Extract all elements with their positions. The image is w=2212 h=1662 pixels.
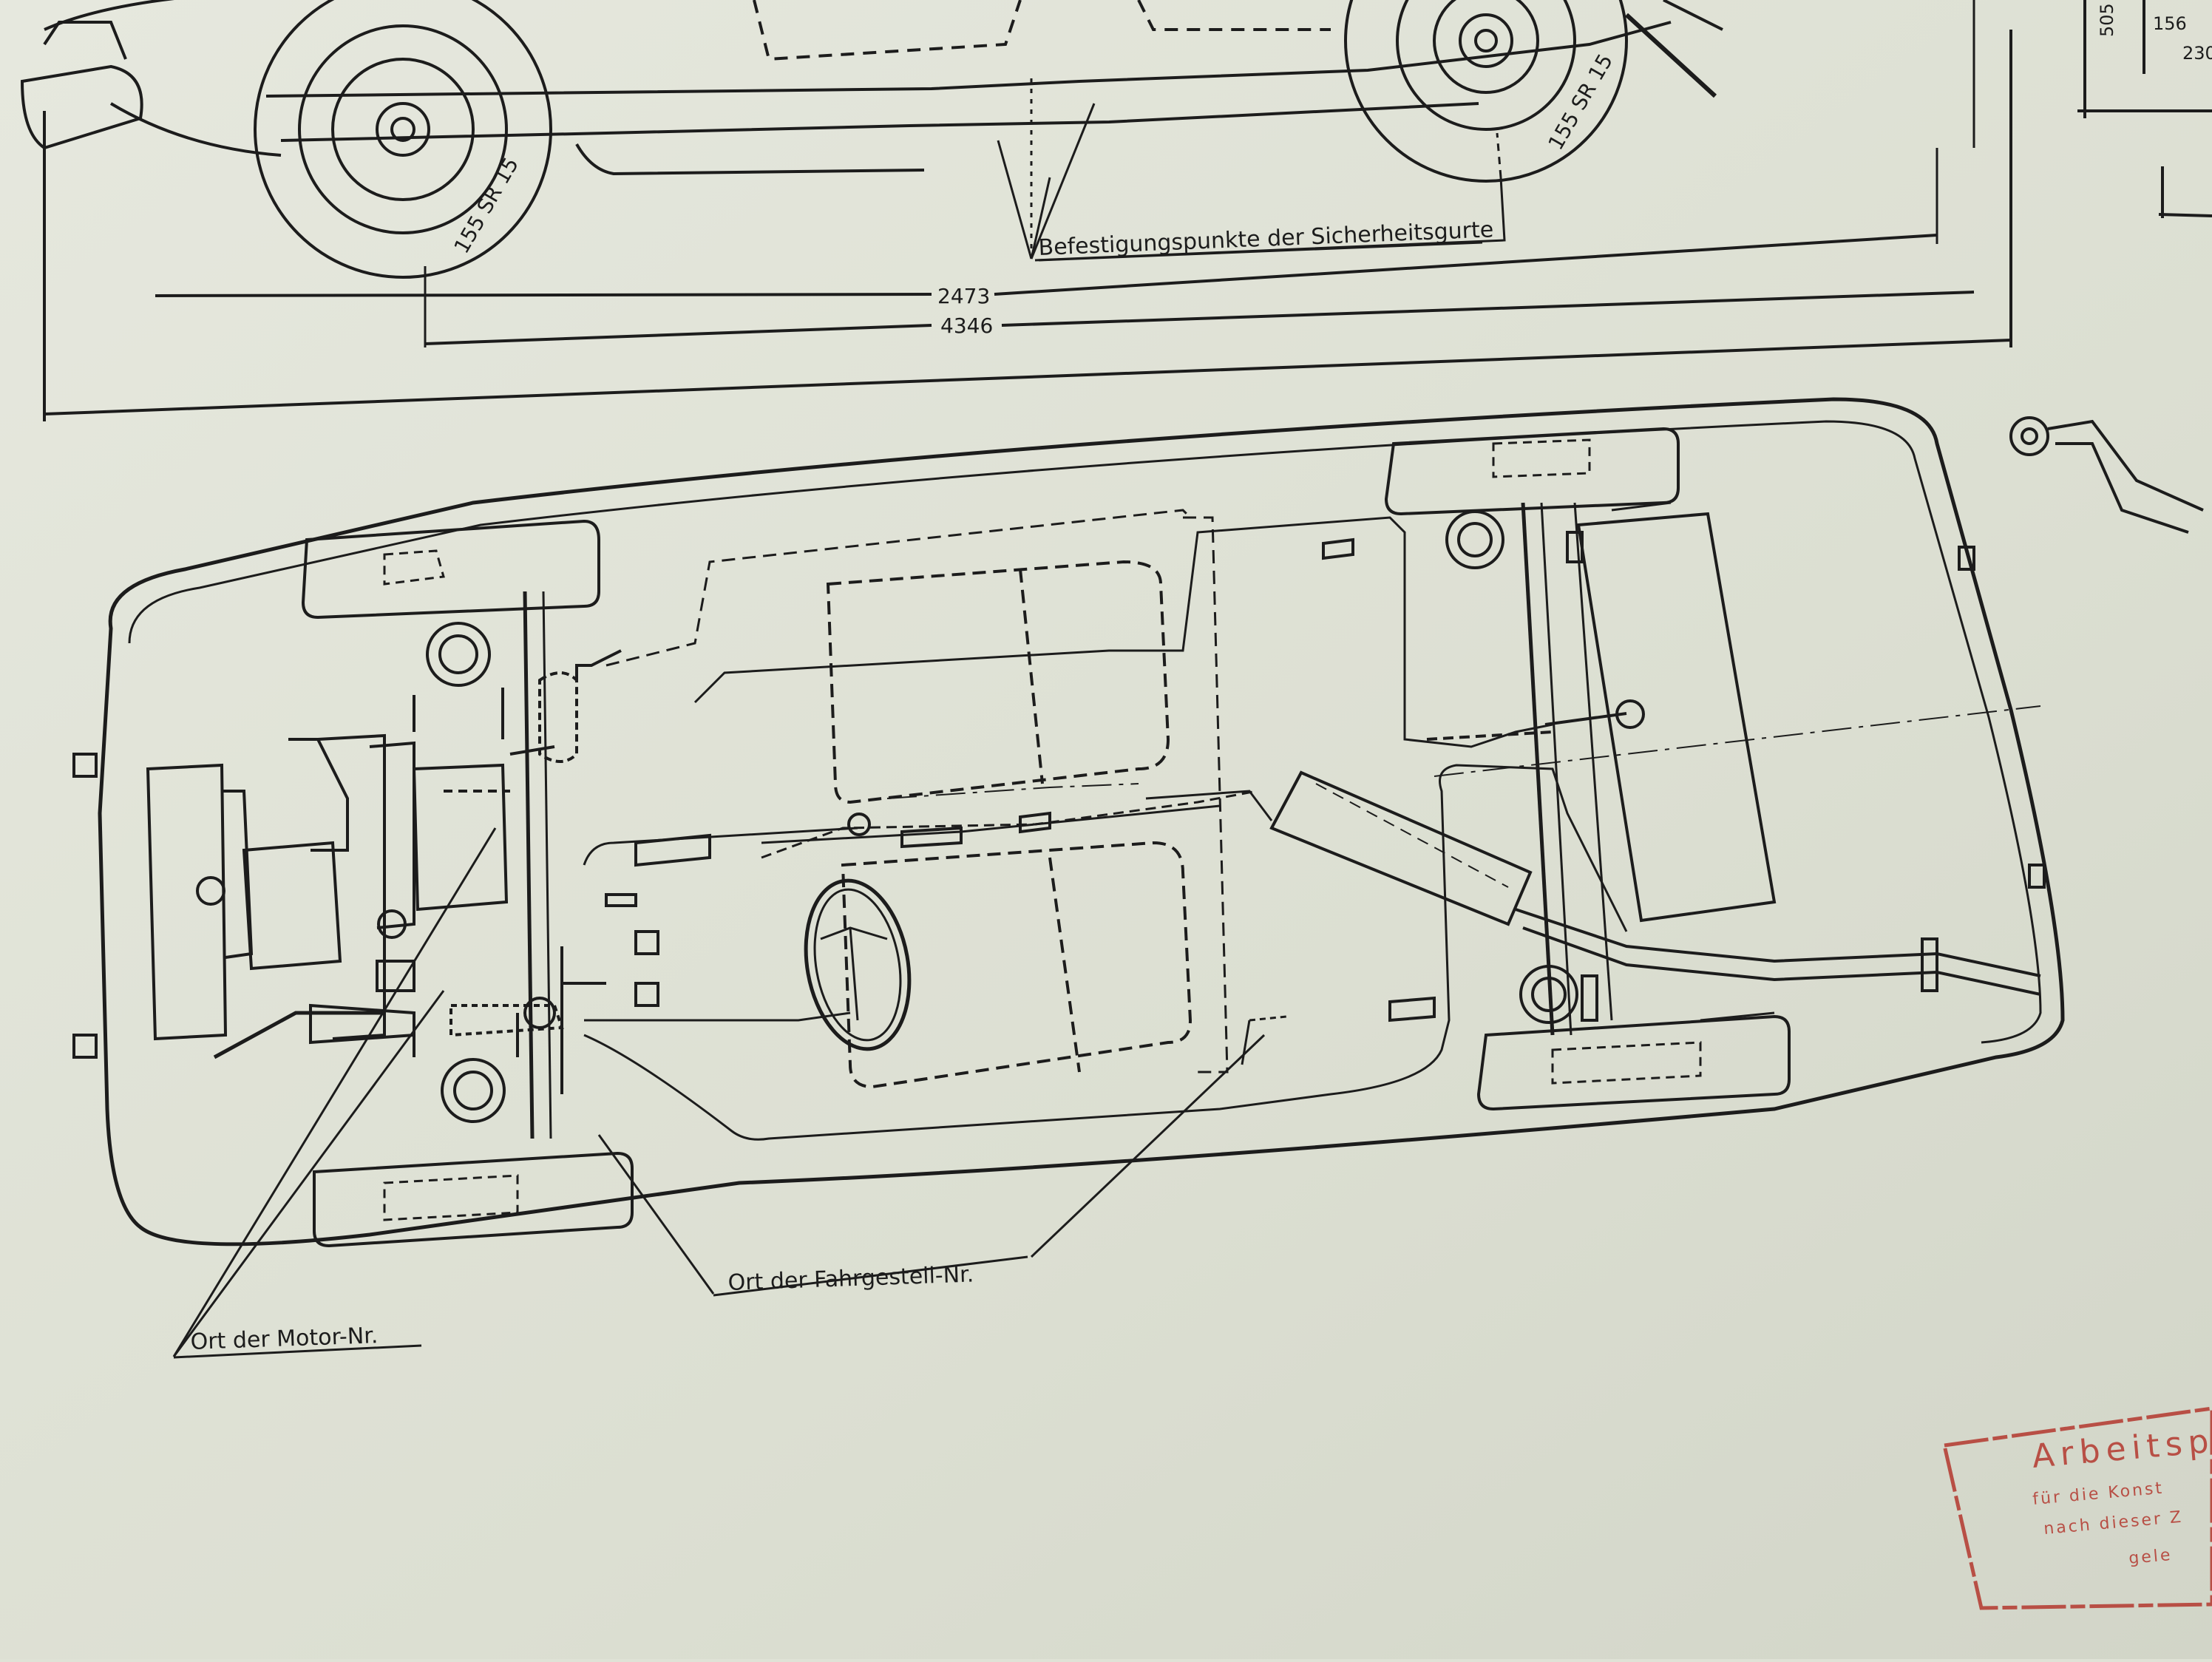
wheelbase-dimension: 2473 bbox=[937, 284, 990, 308]
length-dimension: 4346 bbox=[940, 313, 993, 338]
right-dimension-b: 230 bbox=[2182, 43, 2212, 64]
height-dimension: 505 bbox=[2097, 3, 2117, 37]
right-dimension-a: 156 bbox=[2153, 13, 2187, 34]
belt-points-underline bbox=[1038, 241, 1483, 262]
underbody-view bbox=[72, 397, 2204, 1357]
chassis-number-underline bbox=[713, 1255, 1028, 1297]
stamp-line-4: gele bbox=[2128, 1546, 2173, 1568]
side-view bbox=[20, 0, 2212, 421]
engine-number-underline bbox=[173, 1344, 422, 1359]
